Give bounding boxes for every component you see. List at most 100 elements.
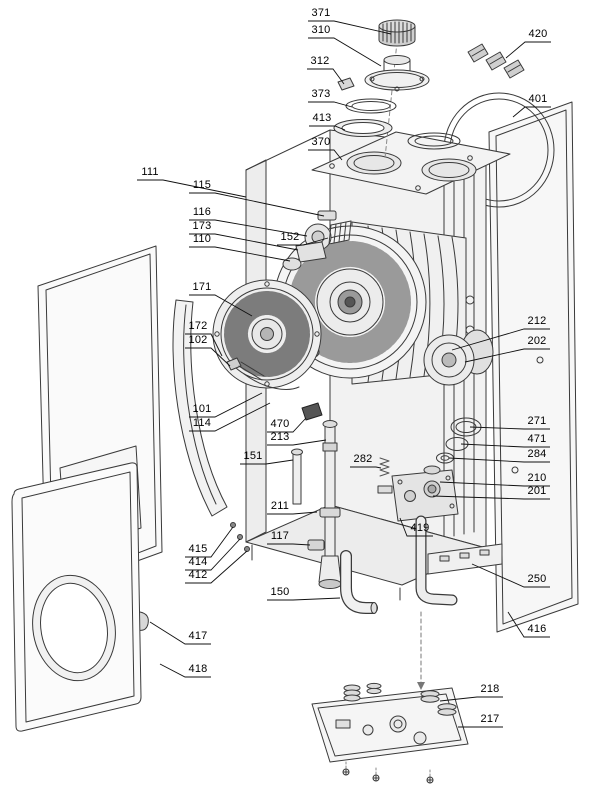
part-label-102: 102 xyxy=(188,333,208,346)
leader-line-211 xyxy=(267,511,318,515)
part-label-414: 414 xyxy=(188,555,208,568)
part-label-202: 202 xyxy=(527,334,547,347)
leader-line-419 xyxy=(399,517,433,537)
pipes-drawing xyxy=(291,402,458,614)
leader-line-111 xyxy=(137,179,247,198)
part-label-151: 151 xyxy=(243,449,263,462)
part-label-416: 416 xyxy=(527,622,547,635)
part-label-173: 173 xyxy=(192,219,212,232)
leader-line-471 xyxy=(460,443,550,448)
front-door-panel-drawing xyxy=(11,462,142,732)
part-label-412: 412 xyxy=(188,568,208,581)
mounting-brackets-drawing xyxy=(467,43,525,79)
burner-door-drawing xyxy=(212,279,322,389)
leader-line-115 xyxy=(189,192,325,217)
part-label-152: 152 xyxy=(280,230,300,243)
leader-line-373 xyxy=(308,101,353,108)
part-label-371: 371 xyxy=(311,6,331,19)
part-label-271: 271 xyxy=(527,414,547,427)
part-label-150: 150 xyxy=(270,585,290,598)
leader-line-250 xyxy=(471,563,550,588)
leader-line-418 xyxy=(159,663,211,678)
leader-line-172 xyxy=(185,333,223,357)
leader-line-101 xyxy=(189,392,263,418)
leader-line-210 xyxy=(439,481,550,487)
crossbar-drawing xyxy=(427,543,503,575)
part-label-420: 420 xyxy=(528,27,548,40)
leader-line-110 xyxy=(189,246,291,262)
leader-line-116 xyxy=(189,219,308,237)
part-label-115: 115 xyxy=(192,178,212,191)
part-label-419: 419 xyxy=(410,521,430,534)
side-strip-drawing xyxy=(172,299,250,552)
part-label-373: 373 xyxy=(311,87,331,100)
part-label-415: 415 xyxy=(188,542,208,555)
part-label-111: 111 xyxy=(141,165,159,178)
leader-line-271 xyxy=(469,426,550,430)
leader-line-370 xyxy=(308,149,343,161)
leader-line-218 xyxy=(439,696,503,702)
part-label-116: 116 xyxy=(192,205,212,218)
part-label-210: 210 xyxy=(527,471,547,484)
leader-line-401 xyxy=(512,106,551,118)
part-label-370: 370 xyxy=(311,135,331,148)
leader-line-414 xyxy=(185,538,241,571)
flue-stack-drawing xyxy=(333,19,461,159)
leader-line-114 xyxy=(189,402,271,432)
leader-line-201 xyxy=(432,495,550,500)
leader-line-420 xyxy=(505,41,551,59)
part-label-211: 211 xyxy=(270,499,290,512)
part-label-312: 312 xyxy=(310,54,330,67)
part-label-310: 310 xyxy=(311,23,331,36)
igniter-electrode-drawing xyxy=(226,357,300,390)
leader-line-171 xyxy=(189,294,253,317)
leader-line-151 xyxy=(240,459,294,465)
leader-line-102 xyxy=(185,347,231,367)
gas-valve-drawing xyxy=(377,465,459,522)
part-label-110: 110 xyxy=(192,232,212,245)
leader-line-417 xyxy=(149,621,211,645)
leader-line-213 xyxy=(267,439,327,446)
part-label-217: 217 xyxy=(480,712,500,725)
part-label-250: 250 xyxy=(527,572,547,585)
manifold-board-drawing xyxy=(311,682,469,784)
part-label-470: 470 xyxy=(270,417,290,430)
part-label-218: 218 xyxy=(480,682,500,695)
part-label-418: 418 xyxy=(188,662,208,675)
leader-line-152 xyxy=(277,237,329,246)
part-label-101: 101 xyxy=(192,402,212,415)
leader-line-150 xyxy=(267,597,341,601)
part-label-282: 282 xyxy=(353,452,373,465)
part-label-172: 172 xyxy=(188,319,208,332)
part-label-114: 114 xyxy=(192,416,212,429)
leader-line-415 xyxy=(185,526,234,558)
leader-line-470 xyxy=(267,417,307,433)
leader-line-310 xyxy=(308,37,382,67)
part-label-413: 413 xyxy=(312,111,332,124)
leader-line-371 xyxy=(308,20,392,35)
fan-venturi-drawing xyxy=(282,220,352,271)
leader-line-412 xyxy=(185,550,248,584)
leader-line-312 xyxy=(307,68,345,85)
leader-line-173 xyxy=(189,233,299,251)
part-label-117: 117 xyxy=(270,529,290,542)
leader-line-117 xyxy=(267,543,311,546)
part-label-471: 471 xyxy=(527,432,547,445)
alignment-dashes-drawing xyxy=(417,611,425,690)
part-label-213: 213 xyxy=(270,430,290,443)
part-label-417: 417 xyxy=(188,629,208,642)
part-label-201: 201 xyxy=(527,484,547,497)
part-label-212: 212 xyxy=(527,314,547,327)
top-panel-drawing xyxy=(311,131,511,195)
part-label-401: 401 xyxy=(528,92,548,105)
leader-line-202 xyxy=(464,348,550,363)
part-label-171: 171 xyxy=(192,280,212,293)
leader-line-212 xyxy=(451,328,550,351)
part-label-284: 284 xyxy=(527,447,547,460)
leader-line-282 xyxy=(350,466,382,469)
leader-line-413 xyxy=(309,125,346,131)
leader-line-416 xyxy=(507,611,550,638)
